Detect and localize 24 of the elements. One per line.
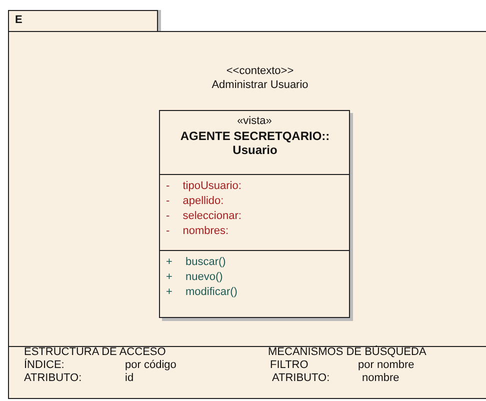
class-name: AGENTE SECRETQARIO:: Usuario xyxy=(179,129,331,157)
operation-text: + buscar() xyxy=(166,256,226,269)
attribute-text: - tipoUsuario: xyxy=(166,180,242,193)
field-text: ATRIBUTO: xyxy=(272,372,330,384)
attribute-text: - seleccionar: xyxy=(166,210,242,223)
package-frame xyxy=(8,31,486,399)
field-text: id xyxy=(125,372,134,384)
class-box xyxy=(159,110,350,318)
field-text: por nombre xyxy=(358,359,414,371)
attribute-text: - apellido: xyxy=(166,195,224,208)
field-text: ATRIBUTO: xyxy=(24,372,82,384)
section-heading: MECANISMOS DE BÚSQUEDA xyxy=(268,346,426,358)
stereotype-text: «vista» xyxy=(236,115,273,127)
field-text: FILTRO xyxy=(270,359,308,371)
section-heading: ESTRUCTURA DE ACCESO xyxy=(24,346,166,358)
package-name: E xyxy=(15,14,22,26)
operation-text: + modificar() xyxy=(166,286,238,299)
attribute-text: - nombres: xyxy=(166,225,229,238)
field-text: ÍNDICE: xyxy=(24,359,64,371)
context-title: <<contexto>> Administrar Usuario xyxy=(210,64,310,92)
operation-text: + nuevo() xyxy=(166,271,223,284)
package-tab xyxy=(8,10,158,32)
field-text: nombre xyxy=(362,372,400,384)
field-text: por código xyxy=(125,359,176,371)
